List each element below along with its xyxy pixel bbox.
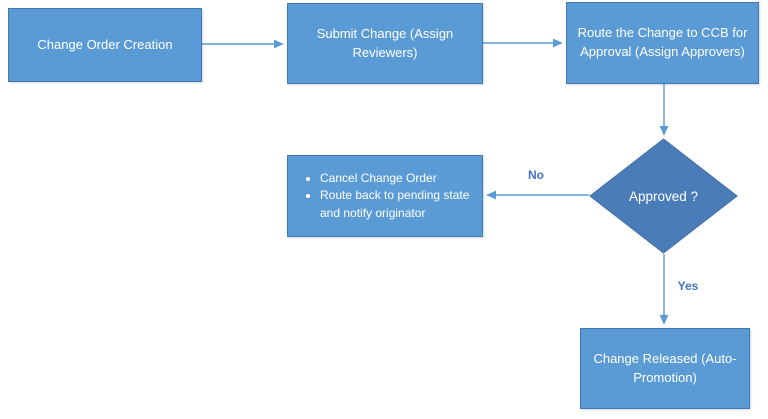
node-change-order-creation: Change Order Creation <box>8 8 202 82</box>
node-change-released: Change Released (Auto-Promotion) <box>580 328 750 409</box>
node-label: Change Released (Auto-Promotion) <box>593 350 737 385</box>
node-cancel-change-order: Cancel Change Order Route back to pendin… <box>287 155 483 237</box>
diamond-shape-icon <box>589 138 738 254</box>
node-route-to-ccb: Route the Change to CCB for Approval (As… <box>566 2 759 84</box>
node-label: Change Order Creation <box>37 36 173 52</box>
decision-label: Approved ? <box>628 188 699 204</box>
decision-approved: Approved ? <box>589 138 738 254</box>
node-submit-change: Submit Change (Assign Reviewers) <box>287 3 483 84</box>
bullet-item: Route back to pending state and notify o… <box>320 187 476 222</box>
edge-label-no: No <box>528 168 544 182</box>
bullet-list: Cancel Change Order Route back to pendin… <box>288 170 476 222</box>
bullet-item: Cancel Change Order <box>320 170 476 187</box>
node-label: Route the Change to CCB for Approval (As… <box>577 25 748 59</box>
edge-label-yes: Yes <box>677 279 699 293</box>
node-label: Submit Change (Assign Reviewers) <box>316 25 454 60</box>
